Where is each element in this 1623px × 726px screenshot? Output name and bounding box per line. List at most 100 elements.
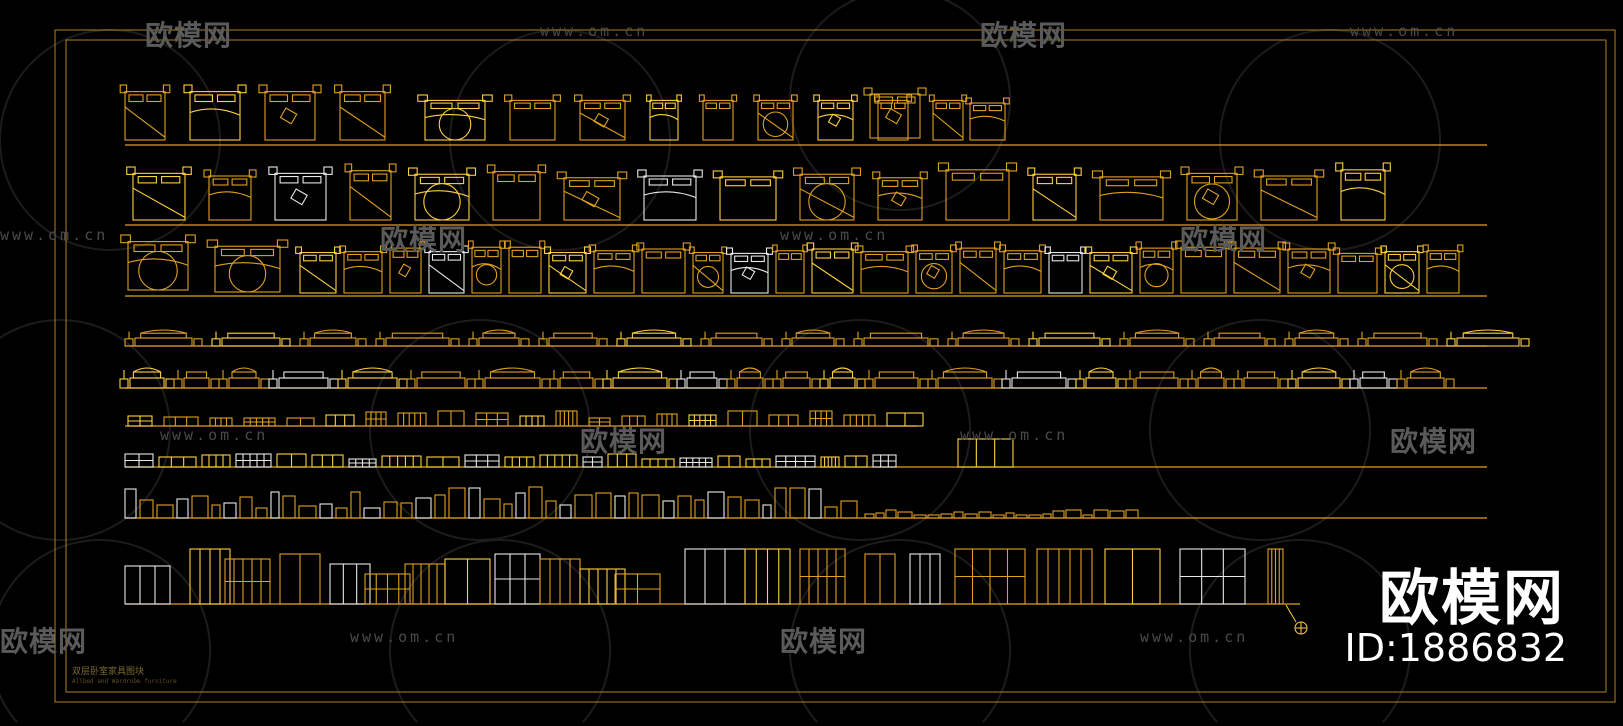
drawing-subcaption: Allbed and Wardrobe furniture: [72, 678, 177, 685]
bed-plan-block: [1027, 167, 1082, 221]
bed-elevation-block: [927, 367, 1003, 389]
furniture-block: [519, 415, 545, 427]
furniture-block: [799, 548, 846, 605]
furniture-block: [124, 565, 171, 605]
furniture-block: [820, 456, 840, 468]
bed-elevation-block: [853, 331, 939, 347]
bed-plan-block: [1135, 241, 1178, 294]
bed-plan-block: [1175, 240, 1232, 294]
hanger-block: [840, 500, 858, 519]
furniture-block: [555, 410, 578, 427]
hanger-block: [628, 492, 639, 519]
bed-plan-block: [295, 246, 341, 294]
furniture-block: [163, 416, 199, 427]
hanger-block: [595, 492, 612, 519]
bed-elevation-block: [602, 367, 678, 389]
bed-plan-block: [206, 239, 289, 293]
furniture-block: [872, 454, 897, 468]
bed-plan-block: [1044, 246, 1087, 294]
bed-elevation-block: [1119, 329, 1195, 347]
shoe-block: [1052, 510, 1065, 519]
furniture-block: [954, 548, 1026, 605]
hanger-block: [677, 495, 692, 519]
furniture-block: [582, 456, 603, 468]
shoe-block: [1125, 509, 1139, 519]
hanger-block: [319, 503, 333, 519]
bed-elevation-block: [1203, 331, 1276, 347]
hanger-block: [156, 504, 174, 519]
hanger-block: [124, 488, 137, 519]
hanger-block: [707, 491, 725, 519]
bed-elevation-block: [1187, 367, 1235, 389]
hanger-block: [363, 507, 381, 519]
bed-plan-block: [486, 164, 547, 221]
furniture-block: [364, 573, 411, 605]
hanger-block: [824, 506, 838, 519]
furniture-block: [809, 410, 833, 427]
hanger-block: [239, 496, 253, 519]
bed-elevation-block: [1028, 331, 1111, 347]
furniture-block: [504, 456, 535, 468]
shoe-block: [953, 511, 964, 519]
hanger-block: [255, 507, 268, 519]
furniture-block: [444, 558, 491, 605]
furniture-block: [329, 563, 371, 605]
hanger-block: [350, 491, 361, 519]
hanger-block: [727, 496, 742, 519]
hanger-block: [211, 504, 221, 519]
brand-id-label: ID:1886832: [1344, 626, 1567, 670]
inner-frame: [65, 39, 1607, 693]
hanger-block: [744, 499, 760, 519]
bed-plan-block: [183, 84, 247, 141]
bed-elevation-block: [1357, 331, 1438, 347]
bed-elevation-block: [218, 367, 270, 389]
furniture-block: [189, 548, 231, 605]
furniture-block: [311, 454, 344, 468]
bed-plan-block: [504, 240, 546, 294]
furniture-block: [348, 458, 377, 468]
hanger-block: [415, 497, 432, 519]
bed-plan-block: [712, 170, 784, 221]
bed-plan-block: [928, 94, 968, 141]
hanger-block: [545, 500, 557, 519]
furniture-block: [579, 568, 626, 605]
furniture-block: [656, 413, 678, 427]
furniture-block: [614, 573, 661, 605]
bed-plan-block: [1380, 245, 1424, 294]
bed-elevation-block: [772, 370, 821, 389]
furniture-block: [426, 456, 460, 468]
furniture-block: [909, 553, 941, 605]
bed-plan-block: [258, 84, 322, 141]
bed-plan-block: [1091, 170, 1172, 221]
furniture-block: [1267, 548, 1284, 605]
bed-plan-block: [806, 242, 859, 294]
watermark-url: www.om.cn: [960, 426, 1069, 444]
bed-elevation-block: [819, 367, 866, 389]
bed-elevation-block: [299, 329, 367, 347]
shoe-block: [1015, 514, 1028, 519]
hanger-block: [574, 494, 593, 519]
shoe-block: [1093, 509, 1109, 519]
furniture-block: [843, 414, 876, 427]
furniture-block: [1036, 548, 1093, 605]
bed-plan-block: [753, 94, 798, 141]
furniture-block: [276, 453, 307, 468]
bed-elevation-block: [947, 329, 1020, 347]
bed-elevation-block: [337, 367, 408, 389]
bed-elevation-block: [1396, 367, 1455, 389]
furniture-block: [768, 414, 799, 427]
watermark-url: www.om.cn: [350, 628, 459, 646]
bed-elevation-block: [468, 329, 530, 347]
shoe-block: [1028, 514, 1042, 519]
hanger-block: [191, 495, 209, 519]
shoe-block: [875, 512, 885, 519]
bed-plan-block: [1282, 242, 1336, 294]
furniture-block: [325, 414, 355, 427]
shoe-block: [1042, 513, 1052, 519]
hanger-block: [139, 499, 154, 519]
shoe-block: [913, 514, 927, 519]
furniture-block: [158, 456, 197, 468]
bed-plan-block: [334, 84, 391, 141]
